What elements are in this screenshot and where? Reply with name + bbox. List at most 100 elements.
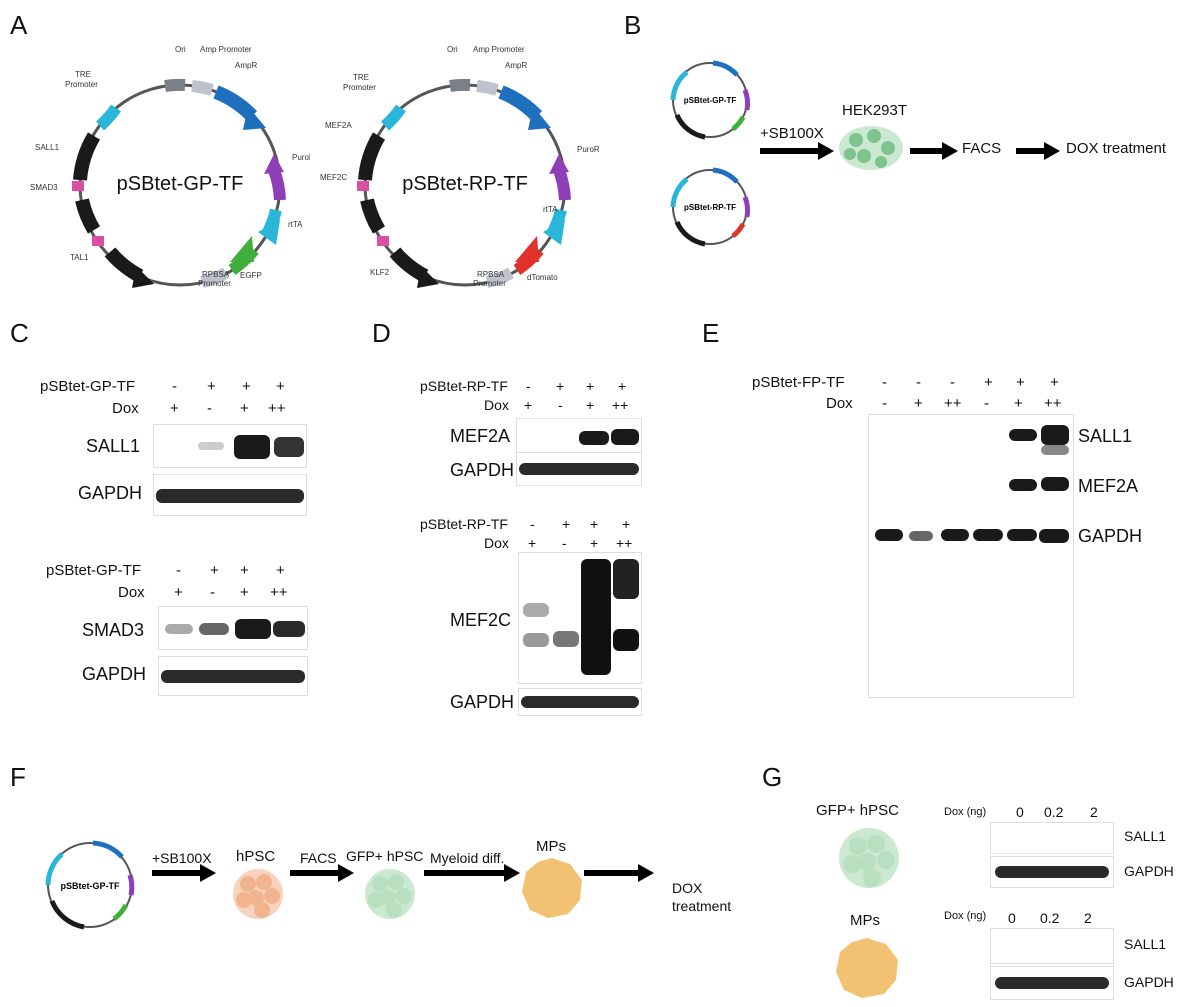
e-row1-label: pSBtet-FP-TF xyxy=(752,374,845,391)
svg-text:RPBSA: RPBSA xyxy=(477,270,505,279)
mini-plasmid-rp: pSBtet-RP-TF xyxy=(670,167,751,247)
e-dox-3: ++ xyxy=(944,395,962,412)
g-top-gapdh-blot xyxy=(990,856,1114,888)
c-smad3-label: SMAD3 xyxy=(82,620,145,640)
f-dox-label-2: treatment xyxy=(672,898,732,914)
e-dox-2: + xyxy=(914,395,923,412)
svg-text:Promoter: Promoter xyxy=(473,279,506,288)
c-bottom-plasmid-3: + xyxy=(240,562,249,579)
c-smad3-blot xyxy=(158,606,308,650)
d-mef2c-blot xyxy=(518,552,642,684)
f-dox-label-1: DOX xyxy=(672,880,703,896)
d-top-plasmid-3: + xyxy=(586,378,595,394)
arrow-f4-head xyxy=(638,864,654,882)
hek293t-cells-icon xyxy=(839,126,903,170)
plasmid-name-rp: pSBtet-RP-TF xyxy=(402,173,528,195)
panel-label-b: B xyxy=(624,10,642,40)
svg-text:rtTA: rtTA xyxy=(543,205,558,214)
c-bottom-dox-4: ++ xyxy=(270,584,288,601)
panel-label-f: F xyxy=(10,762,26,792)
e-dox-5: + xyxy=(1014,395,1023,412)
c-bottom-plasmid-4: + xyxy=(276,562,285,579)
svg-text:AmpR: AmpR xyxy=(235,61,257,70)
c-sall1-blot xyxy=(153,424,307,468)
c-gapdh-label-2: GAPDH xyxy=(82,664,147,684)
arrow-b2-head xyxy=(942,142,958,160)
e-plasmid-1: - xyxy=(882,374,887,391)
svg-text:PuroR: PuroR xyxy=(577,145,600,154)
c-bottom-dox-2: - xyxy=(210,584,215,601)
c-gapdh-blot-2 xyxy=(158,656,308,696)
facs-label-b: FACS xyxy=(962,140,1002,157)
svg-text:PuroR: PuroR xyxy=(292,153,310,162)
e-dox-6: ++ xyxy=(1044,395,1062,412)
e-gapdh-label: GAPDH xyxy=(1078,526,1143,546)
svg-text:Promoter: Promoter xyxy=(343,83,376,92)
g-bottom-gapdh-blot xyxy=(990,966,1114,1000)
svg-text:pSBtet-GP-TF: pSBtet-GP-TF xyxy=(684,96,737,105)
panel-label-d: D xyxy=(372,318,391,348)
c-top-dox-4: ++ xyxy=(268,400,286,417)
svg-text:pSBtet-GP-TF: pSBtet-GP-TF xyxy=(61,881,120,891)
arrow-b1-head xyxy=(818,142,834,160)
svg-text:AmpR: AmpR xyxy=(505,61,527,70)
c-top-plasmid-1: - xyxy=(172,378,177,395)
d-gapdh-label-1: GAPDH xyxy=(450,460,515,480)
g-gfp-hpsc-label: GFP+ hPSC xyxy=(816,802,899,819)
g-top-dose-3: 2 xyxy=(1090,804,1098,820)
c-sall1-label: SALL1 xyxy=(86,436,141,456)
c-top-dox-3: + xyxy=(240,400,249,417)
svg-text:Promoter: Promoter xyxy=(198,279,231,288)
svg-text:TAL1: TAL1 xyxy=(70,253,89,262)
e-blot xyxy=(868,414,1074,698)
svg-text:EGFP: EGFP xyxy=(240,271,262,280)
svg-text:MEF2A: MEF2A xyxy=(325,121,352,130)
d-bottom-row1-label: pSBtet-RP-TF xyxy=(420,516,508,532)
panel-label-e: E xyxy=(702,318,720,348)
dox-treatment-label-b: DOX treatment xyxy=(1066,140,1167,157)
d-top-row1-label: pSBtet-RP-TF xyxy=(420,378,508,394)
d-top-dox-4: ++ xyxy=(612,397,629,413)
g-top-sall1-blot xyxy=(990,822,1114,854)
c-top-row1-label: pSBtet-GP-TF xyxy=(40,378,136,395)
svg-text:Amp Promoter: Amp Promoter xyxy=(473,45,525,54)
e-row2-label: Dox xyxy=(826,395,853,412)
svg-text:TRE: TRE xyxy=(75,70,91,79)
d-bottom-dox-2: - xyxy=(562,535,567,551)
c-top-dox-1: + xyxy=(170,400,179,417)
d-top-dox-3: + xyxy=(586,397,595,413)
g-bottom-sall1-blot xyxy=(990,928,1114,964)
d-top-dox-2: - xyxy=(558,397,563,413)
e-sall1-label: SALL1 xyxy=(1078,426,1133,446)
e-plasmid-5: + xyxy=(1016,374,1025,391)
f-myeloid-diff-label: Myeloid diff. xyxy=(430,850,505,866)
svg-text:RPBSA: RPBSA xyxy=(202,270,230,279)
d-mef2a-label: MEF2A xyxy=(450,426,511,446)
g-bottom-dose-1: 0 xyxy=(1008,910,1016,926)
e-dox-4: - xyxy=(984,395,989,412)
g-top-dox-label: Dox (ng) xyxy=(944,806,987,818)
svg-text:SALL1: SALL1 xyxy=(35,143,60,152)
arrow-f1-head xyxy=(200,864,216,882)
g-mp-icon xyxy=(836,938,898,998)
plasmid-map-rp: pSBtet-RP-TF Ori Amp Promoter AmpR PuroR… xyxy=(320,45,600,288)
d-top-plasmid-2: + xyxy=(556,378,565,394)
hek293t-label: HEK293T xyxy=(842,102,908,119)
plasmid-name-gp: pSBtet-GP-TF xyxy=(117,173,244,195)
panel-label-a: A xyxy=(10,10,28,40)
c-gapdh-blot-1 xyxy=(153,474,307,516)
svg-text:MEF2C: MEF2C xyxy=(320,173,347,182)
g-top-gapdh-label: GAPDH xyxy=(1124,863,1174,879)
e-plasmid-4: + xyxy=(984,374,993,391)
g-bottom-gapdh-label: GAPDH xyxy=(1124,974,1174,990)
e-dox-1: - xyxy=(882,395,887,412)
d-bottom-row2-label: Dox xyxy=(484,535,509,551)
d-gapdh-label-2: GAPDH xyxy=(450,692,515,712)
d-bottom-dox-1: + xyxy=(528,535,537,551)
c-bottom-row1-label: pSBtet-GP-TF xyxy=(46,562,142,579)
mini-plasmid-gp: pSBtet-GP-TF xyxy=(670,60,751,140)
d-bottom-plasmid-3: + xyxy=(590,516,599,532)
g-mps-label: MPs xyxy=(850,912,880,929)
e-plasmid-6: + xyxy=(1050,374,1059,391)
arrow-f2 xyxy=(290,870,342,876)
